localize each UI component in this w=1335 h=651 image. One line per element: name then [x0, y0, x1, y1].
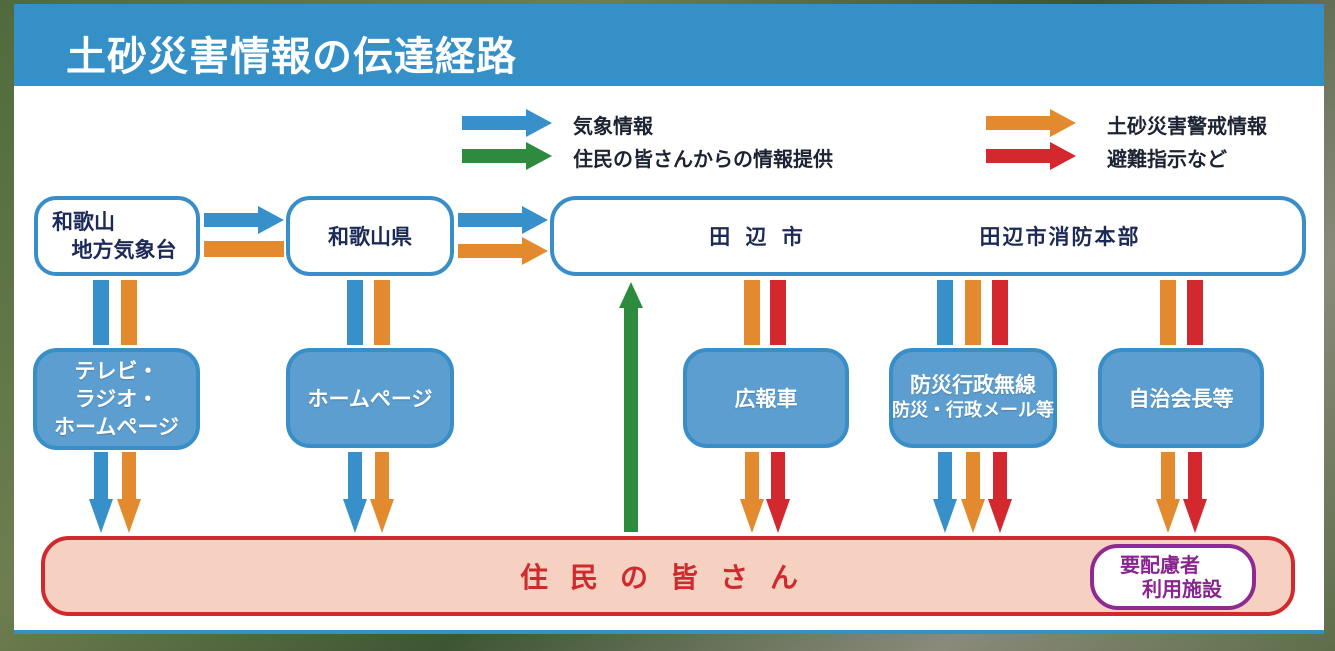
tv-radio-label: テレビ・ ラジオ・ ホームページ — [35, 350, 198, 448]
car-to-residents-evac-arrow — [766, 452, 790, 533]
pref-to-hp-weather-bar — [347, 280, 363, 345]
radio-label: 防災行政無線 防災・行政メール等 — [891, 350, 1055, 446]
city-to-radio-evac-bar — [992, 280, 1008, 345]
city-label: 田 辺 市 — [709, 225, 807, 249]
city-to-chairman-evac-bar — [1187, 280, 1203, 345]
legend-evacuation-label: 避難指示など — [1107, 147, 1227, 171]
facility-line1: 要配慮者 — [1120, 553, 1200, 577]
legend-evacuation-arrow — [986, 142, 1076, 170]
jma-to-pref-weather-arrow — [204, 206, 284, 234]
pr-car-label: 広報車 — [734, 387, 798, 411]
tv-radio-line2: ラジオ・ — [74, 387, 159, 411]
jma-to-pref-alert-bar — [204, 241, 284, 257]
radio-to-residents-evac-arrow — [988, 452, 1012, 533]
chairman-to-residents-alert-arrow — [1156, 452, 1180, 533]
city-to-radio-alert-bar — [965, 280, 981, 345]
tv-to-residents-alert-arrow — [117, 452, 141, 533]
legend-weather-label: 気象情報 — [573, 114, 653, 138]
residents-box — [41, 536, 1295, 616]
jma-label-line1: 和歌山 — [52, 210, 115, 234]
chairman-label: 自治会長等 — [1128, 387, 1234, 411]
radio-line2: 防災・行政メール等 — [892, 400, 1054, 421]
facility-label: 要配慮者 利用施設 — [1092, 546, 1254, 608]
radio-to-residents-weather-arrow — [933, 452, 957, 533]
page-title: 土砂災害情報の伝達経路 — [66, 34, 517, 80]
homepage-box — [286, 348, 454, 448]
pref-to-city-weather-arrow — [458, 206, 548, 234]
pr-car-box — [683, 348, 849, 448]
tv-radio-line1: テレビ・ — [74, 359, 159, 383]
chairman-to-residents-evac-arrow — [1183, 452, 1207, 533]
tv-to-residents-weather-arrow — [89, 452, 113, 533]
residents-label: 住民の皆さん — [519, 561, 820, 594]
chairman-box — [1098, 348, 1264, 448]
city-to-car-evac-bar — [770, 280, 786, 345]
city-to-car-alert-bar — [744, 280, 760, 345]
legend-resident-info-arrow — [462, 142, 552, 170]
legend-weather-arrow — [462, 109, 552, 137]
radio-line1: 防災行政無線 — [910, 373, 1036, 397]
car-to-residents-alert-arrow — [740, 452, 764, 533]
facility-line2: 利用施設 — [1142, 577, 1222, 601]
city-to-chairman-alert-bar — [1160, 280, 1176, 345]
jma-to-tv-alert-bar — [121, 280, 137, 345]
jma-to-tv-weather-bar — [93, 280, 109, 345]
jma-label: 和歌山 地方気象台 — [36, 198, 198, 274]
hp-to-residents-weather-arrow — [343, 452, 367, 533]
pref-box — [286, 196, 454, 276]
facility-box — [1090, 544, 1256, 610]
pref-to-hp-alert-bar — [374, 280, 390, 345]
residents-to-city-info-arrow — [619, 282, 643, 532]
city-box — [550, 196, 1306, 276]
fire-label: 田辺市消防本部 — [979, 225, 1141, 249]
radio-box — [889, 348, 1057, 448]
hp-to-residents-alert-arrow — [370, 452, 394, 533]
tv-radio-line3: ホームページ — [54, 415, 179, 439]
jma-label-line2: 地方気象台 — [71, 238, 177, 262]
pref-label: 和歌山県 — [328, 225, 412, 249]
legend-landslide-alert-label: 土砂災害警戒情報 — [1107, 114, 1267, 138]
homepage-label: ホームページ — [307, 387, 433, 411]
tv-radio-box — [33, 348, 200, 450]
city-to-radio-weather-bar — [937, 280, 953, 345]
radio-to-residents-alert-arrow — [961, 452, 985, 533]
pref-to-city-alert-arrow — [458, 237, 548, 265]
legend-landslide-alert-arrow — [986, 109, 1076, 137]
legend-resident-info-label: 住民の皆さんからの情報提供 — [573, 147, 833, 171]
jma-box — [34, 196, 200, 276]
